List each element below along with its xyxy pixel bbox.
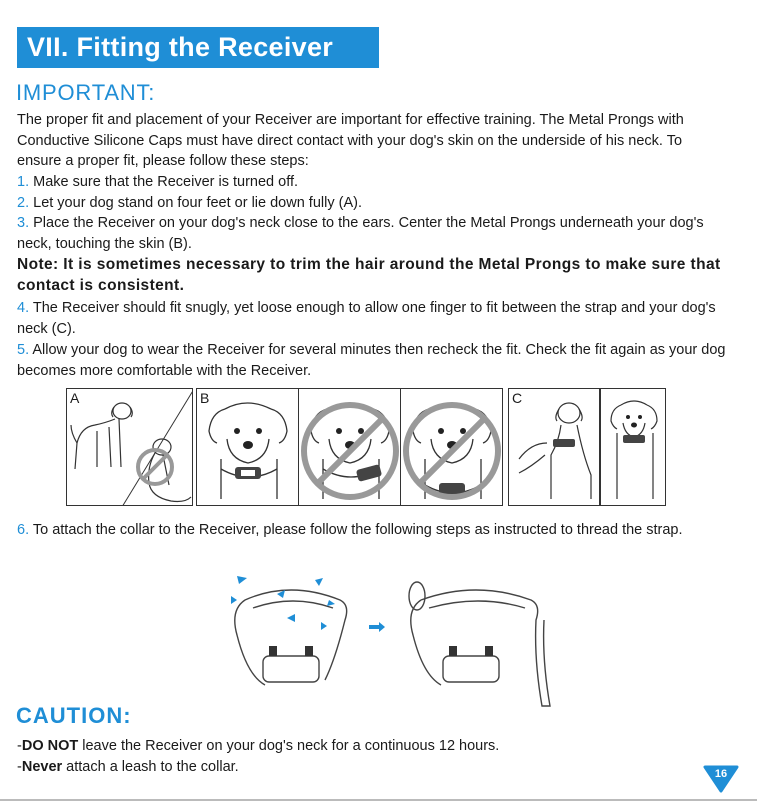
step-text: Allow your dog to wear the Receiver for … [17,342,726,379]
dog-face-collar-wrong-illustration [301,402,399,500]
section-title: VII. Fitting the Receiver [17,27,379,68]
step-number: 5. [17,342,30,358]
dog-face-collar-too-low-illustration [403,402,501,500]
figure-b-panel-correct: B [196,388,299,506]
caution-text: leave the Receiver on your dog's neck fo… [78,738,500,754]
figure-a-label: A [70,390,80,406]
step-number: 6. [17,522,30,538]
figure-c-panel: C [508,388,600,506]
dog-lying-standing-illustration [70,391,192,505]
step-2: 2. Let your dog stand on four feet or li… [17,193,727,214]
caution-item-1: -DO NOT leave the Receiver on your dog's… [17,738,500,754]
step-text: Let your dog stand on four feet or lie d… [33,195,362,211]
dog-face-collar-correct-illustration [208,402,288,499]
finger-under-collar-illustration [518,402,592,499]
page-number-badge [703,765,739,793]
figure-c-label: C [512,390,523,406]
step-6: 6. To attach the collar to the Receiver,… [17,520,727,541]
caution-emphasis: DO NOT [21,738,79,754]
important-heading: IMPORTANT: [16,80,156,105]
arrow-right-icon [369,622,385,632]
step-4: 4. The Receiver should fit snugly, yet l… [17,298,727,339]
step-number: 4. [17,300,30,316]
step-number: 1. [17,174,30,190]
step-text: Make sure that the Receiver is turned of… [33,174,299,190]
page-bottom-rule [0,799,757,801]
step-text: Place the Receiver on your dog's neck cl… [17,215,704,252]
step-text: To attach the collar to the Receiver, pl… [32,522,683,538]
step-1: 1. Make sure that the Receiver is turned… [17,172,727,193]
figure-c-panel-2 [600,388,666,506]
step-number: 2. [17,195,30,211]
figure-b-label: B [200,390,210,406]
step-3: 3. Place the Receiver on your dog's neck… [17,213,727,254]
caution-heading: CAUTION: [16,703,132,728]
step-number: 3. [17,215,30,231]
caution-emphasis: Never [21,759,63,775]
strap-threaded-illustration [408,581,551,707]
figure-a-panel: A [66,388,193,506]
intro-paragraph: The proper fit and placement of your Rec… [17,112,684,169]
step-text: The Receiver should fit snugly, yet loos… [17,300,716,337]
figure-b-panel-wrong-2 [400,388,503,506]
note-paragraph: Note: It is sometimes necessary to trim … [17,256,721,294]
caution-item-2: -Never attach a leash to the collar. [17,759,239,775]
caution-text: attach a leash to the collar. [62,759,239,775]
figure-b-panel-wrong-1 [298,388,401,506]
step-5: 5. Allow your dog to wear the Receiver f… [17,340,727,381]
dog-head-collar-fitted-illustration [610,400,658,499]
strap-threading-step-illustration [231,576,348,686]
page-number: 16 [714,768,728,780]
